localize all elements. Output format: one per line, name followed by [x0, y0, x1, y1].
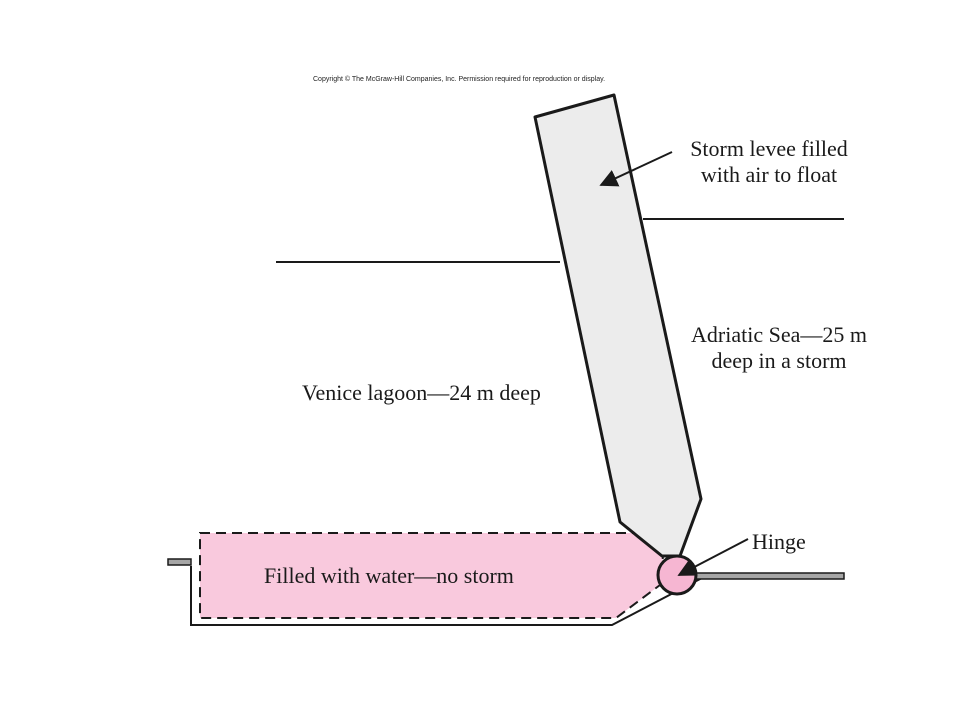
- venice-lagoon-label: Venice lagoon—24 m deep: [302, 380, 541, 405]
- adriatic-sea-label-line2: deep in a storm: [711, 348, 847, 373]
- left-ledge: [167, 558, 192, 566]
- hinge-label: Hinge: [752, 529, 806, 554]
- filled-with-water-label: Filled with water—no storm: [264, 563, 514, 588]
- hinge-circle: [656, 554, 698, 596]
- storm-levee-label-line1: Storm levee filled: [690, 136, 848, 161]
- storm-levee-label-line2: with air to float: [700, 162, 838, 187]
- storm-levee-arrow: [599, 151, 673, 187]
- seabed-channel: [190, 566, 703, 626]
- storm-levee-label: Storm levee filled with air to float: [676, 136, 862, 188]
- adriatic-sea-label: Adriatic Sea—25 m deep in a storm: [676, 322, 882, 374]
- seabed-bar: [693, 572, 845, 580]
- adriatic-sea-label-line1: Adriatic Sea—25 m: [691, 322, 867, 347]
- copyright-notice: Copyright © The McGraw-Hill Companies, I…: [313, 76, 606, 83]
- hinge-arrow: [677, 538, 749, 576]
